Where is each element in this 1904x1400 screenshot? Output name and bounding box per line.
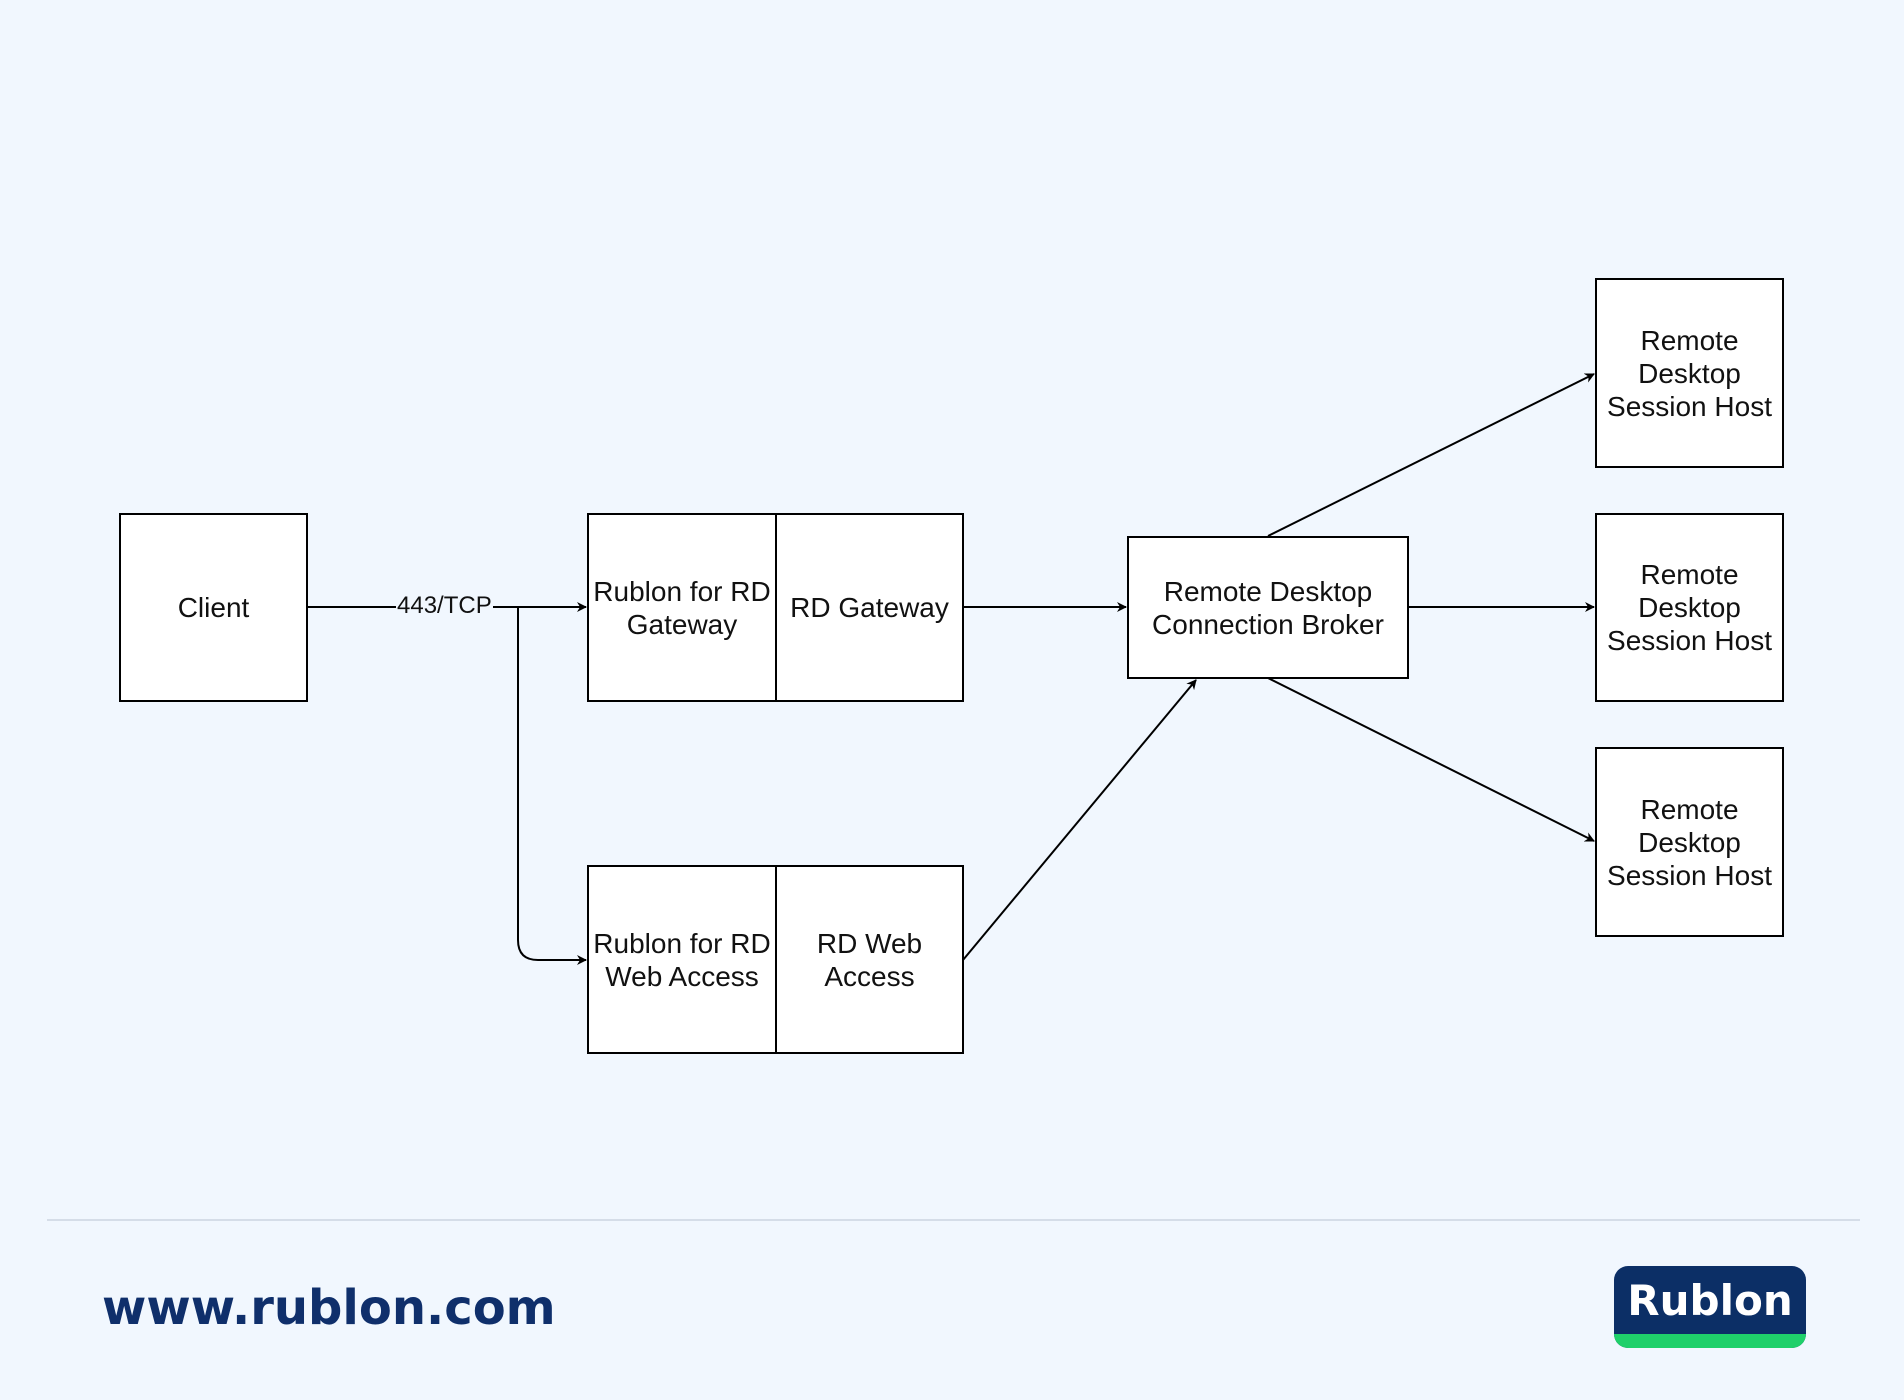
node-session-host-3-label: Remote Desktop Session Host <box>1607 793 1772 891</box>
node-session-host-2-label: Remote Desktop Session Host <box>1607 559 1772 656</box>
edge-rdwa-to-broker <box>962 679 1197 961</box>
node-client[interactable]: Client <box>119 513 308 702</box>
footer-divider <box>47 1219 1860 1221</box>
node-rd-gateway-label: RD Gateway <box>790 592 949 623</box>
node-rd-gateway[interactable]: RD Gateway <box>775 513 964 702</box>
rublon-logo: Rublon <box>1614 1266 1806 1348</box>
edge-label-443-tcp: 443/TCP <box>396 592 493 620</box>
node-rublon-rd-web-access-label: Rublon for RD Web Access <box>593 927 771 992</box>
edge-broker-to-host-3 <box>1267 677 1595 842</box>
node-session-host-3[interactable]: Remote Desktop Session Host <box>1595 747 1784 937</box>
node-connection-broker-label: Remote Desktop Connection Broker <box>1152 575 1384 640</box>
rublon-logo-text: Rublon <box>1627 1276 1793 1325</box>
node-rd-web-access[interactable]: RD Web Access <box>775 865 964 1054</box>
node-session-host-1-label: Remote Desktop Session Host <box>1607 324 1772 422</box>
node-rublon-rd-web-access[interactable]: Rublon for RD Web Access <box>587 865 777 1054</box>
edge-broker-to-host-1 <box>1267 373 1595 537</box>
node-connection-broker[interactable]: Remote Desktop Connection Broker <box>1127 536 1409 679</box>
node-rublon-rd-gateway-label: Rublon for RD Gateway <box>593 575 771 640</box>
node-session-host-2[interactable]: Remote Desktop Session Host <box>1595 513 1784 702</box>
website-link[interactable]: www.rublon.com <box>102 1280 556 1336</box>
edge-client-to-rublon-rdwa <box>517 607 587 965</box>
node-rublon-rd-gateway[interactable]: Rublon for RD Gateway <box>587 513 777 702</box>
node-session-host-1[interactable]: Remote Desktop Session Host <box>1595 278 1784 468</box>
node-rd-web-access-label: RD Web Access <box>816 927 923 992</box>
node-client-label: Client <box>177 592 250 623</box>
rublon-logo-green-bar <box>1614 1334 1806 1348</box>
